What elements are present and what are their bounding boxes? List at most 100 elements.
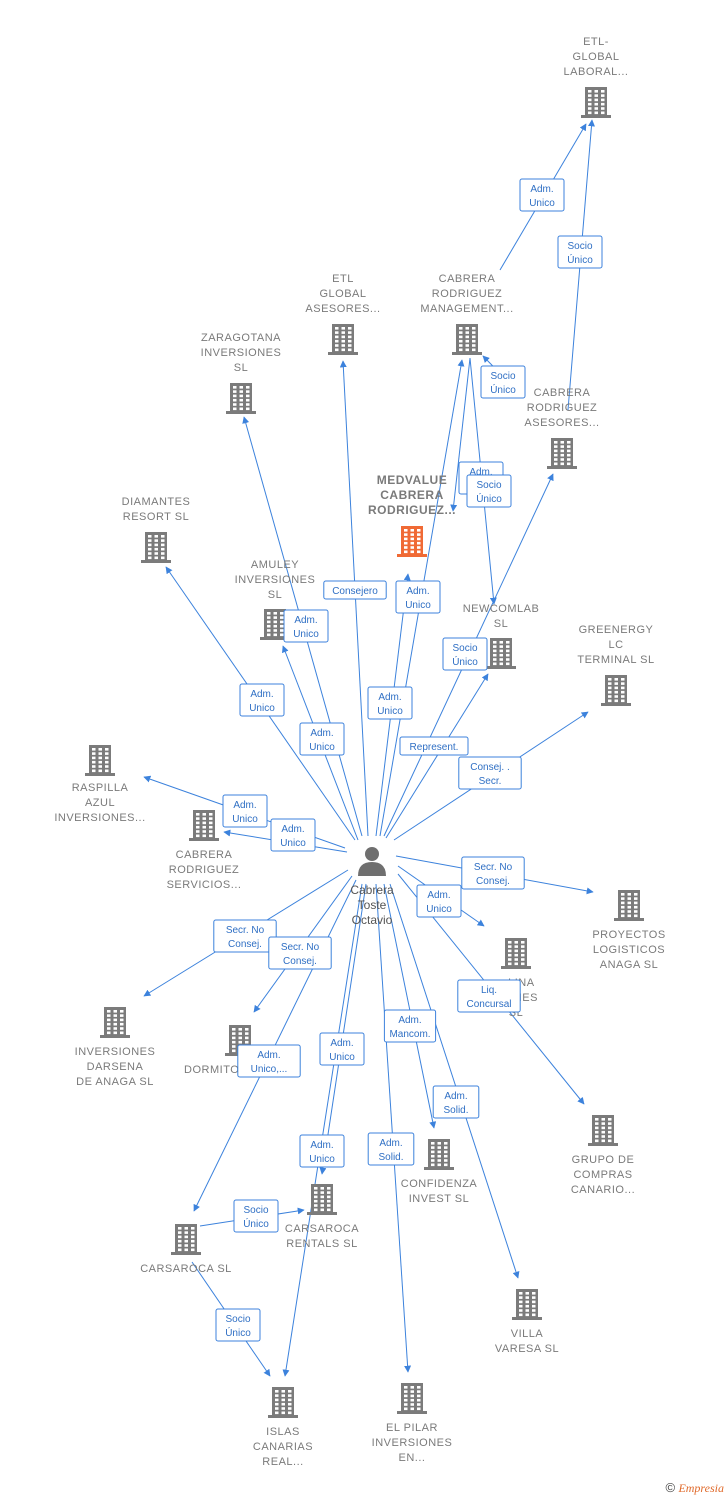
company-node-elpilar[interactable]: EL PILARINVERSIONESEN... [372,1383,453,1464]
edge-label-text: Socio [243,1205,268,1216]
edge-label-text: Adm. [281,824,304,835]
edge-label-text: Unico [309,1154,335,1165]
edge-label-person-elpilar[interactable]: Adm. Solid. [367,1132,415,1166]
edge-labels-layer: Adm.UnicoSocioÚnicoSocioÚnicoAdm.M...Soc… [213,178,603,1342]
company-label: CONFIDENZA [401,1178,478,1190]
company-node-carsaroca[interactable]: CARSAROCA SL [140,1224,232,1275]
company-node-islas[interactable]: ISLASCANARIASREAL... [253,1387,313,1468]
company-label: ASESORES... [305,303,380,315]
edge-label-person-etl_asesores[interactable]: Consejero [323,580,387,600]
building-icon [226,383,256,414]
company-label: CABRERA [534,387,591,399]
building-icon [581,87,611,118]
person-label: Toste [358,898,387,912]
company-node-cr_asesores[interactable]: CABRERARODRIGUEZASESORES... [524,387,599,469]
edge-label-person-cr_servicios[interactable]: Adm.Unico [270,818,316,852]
edge-label-box [466,474,512,508]
footer-brand: © Empresia [666,1480,725,1496]
edge-label-person-amuley[interactable]: Adm. Unico [299,722,345,756]
company-node-confidenza[interactable]: CONFIDENZA INVEST SL [401,1139,478,1205]
company-label: EL PILAR [386,1422,438,1434]
company-label: SERVICIOS... [167,879,242,891]
company-label: DIAMANTES [122,496,191,508]
building-icon [547,438,577,469]
edge-label-cr_management-etl_laboral[interactable]: Adm.Unico [519,178,565,212]
edge-label-box [239,683,285,717]
edge-label-text: Solid. [378,1152,403,1163]
edge-label-box [233,1199,279,1233]
edge-label-person-greenergy[interactable]: Consej. .Secr. [458,756,522,790]
company-node-medvalue[interactable]: MEDVALUECABRERARODRIGUEZ... [368,473,456,557]
edge-label-text: Secr. No [226,925,265,936]
edge-label-person-islas[interactable]: Adm.Unico [299,1134,345,1168]
edge-label-text: Consej. . [470,762,509,773]
edge-label-box [383,1009,437,1043]
company-node-grupo[interactable]: GRUPO DECOMPRASCANARIO... [571,1115,635,1196]
edge-label-person-carsaroca_rentals[interactable]: Adm.Unico [319,1032,365,1066]
edge-label-box [222,794,268,828]
company-label: GLOBAL [572,51,619,63]
building-icon [486,638,516,669]
edge-label-text: Unico [529,198,555,209]
edge-label-person-cr_management[interactable]: Adm.Unico [367,686,413,720]
building-icon [614,890,644,921]
edge-label-text: Adm. [310,728,333,739]
edge-label-person-confidenza[interactable]: Adm.Mancom. [383,1009,437,1043]
edge-label-person-grupo[interactable]: Liq.Concursal [457,979,521,1013]
edge-label-person-newcomlab[interactable]: Represent. [399,736,469,756]
edge-label-text: Adm. [379,1138,402,1149]
edge-label-person-carsaroca[interactable]: Adm.Unico,... [237,1044,301,1078]
company-node-cr_servicios[interactable]: CABRERARODRIGUEZSERVICIOS... [167,810,242,891]
company-label: INVEST SL [409,1193,470,1205]
company-label: INVERSIONES [75,1046,156,1058]
edge-label-person-molina[interactable]: Adm.Unico [416,884,462,918]
building-icon [501,938,531,969]
edge-label-person-zaragotana[interactable]: Adm.Unico [283,609,329,643]
edge-label-text: Adm. [406,586,429,597]
company-node-etl_asesores[interactable]: ETLGLOBALASESORES... [305,273,380,355]
edge-label-person-raspilla[interactable]: Adm.Unico [222,794,268,828]
company-label: DARSENA [87,1061,144,1073]
edge-label-box [299,722,345,756]
company-node-etl_laboral[interactable]: ETL-GLOBALLABORAL... [564,36,629,118]
building-icon [307,1184,337,1215]
edge-label-text: Adm. [233,800,256,811]
brand-logo[interactable]: Empresia [678,1481,724,1495]
edge-label-text: Socio [490,371,515,382]
edge-label-box [270,818,316,852]
edge-label-person-diamantes[interactable]: Adm.Unico [239,683,285,717]
edge-label-text: Adm. [250,689,273,700]
company-label: VARESA SL [495,1343,559,1355]
company-node-raspilla[interactable]: RASPILLAAZULINVERSIONES... [54,745,145,824]
company-label: CABRERA [176,849,233,861]
edge-label-person-medvalue[interactable]: Adm.Unico [395,580,441,614]
building-icon [397,526,427,557]
edge-label-box [299,1134,345,1168]
edge-label-person-villa[interactable]: Adm.Solid. [432,1085,480,1119]
edge-label-box [268,936,332,970]
edge-label-text: Concursal [466,999,511,1010]
company-label: INVERSIONES [235,574,316,586]
edge-label-text: Adm. [257,1050,280,1061]
edge-label-text: Unico [309,742,335,753]
company-node-cr_management[interactable]: CABRERARODRIGUEZMANAGEMENT... [420,273,513,355]
